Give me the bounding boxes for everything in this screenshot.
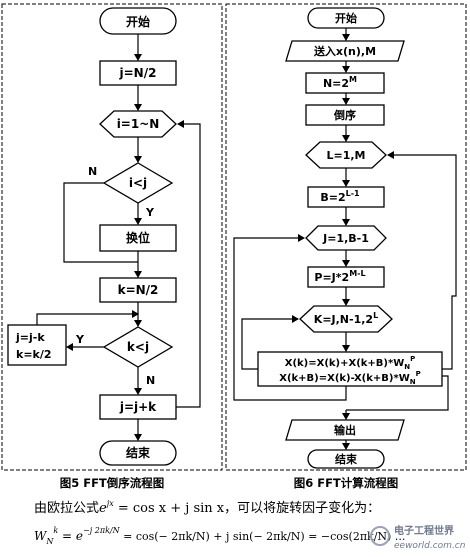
right-output-label: 输出 xyxy=(334,423,356,437)
euler-formula-rest: = cos x + j sin x xyxy=(114,501,225,516)
right-p-def-box: P=J*2M-L xyxy=(307,266,385,288)
left-start-node: 开始 xyxy=(99,7,177,35)
watermark-text2: eeworld.com.cn xyxy=(394,541,466,551)
watermark-text1: 电子工程世界 xyxy=(394,524,454,537)
right-b-def-exp: L-1 xyxy=(346,189,360,198)
twiddle-lhs: W xyxy=(34,529,48,543)
left-cond-klj-node: k<j xyxy=(102,326,174,368)
right-p-def-label: P=J*2 xyxy=(314,271,349,284)
right-loop-k-node: K=J,N-1,2L xyxy=(299,305,393,333)
left-caption: 图5 FFT倒序流程图 xyxy=(60,476,165,490)
euler-formula: e xyxy=(99,501,107,516)
right-butterfly-line1: X(k)=X(k)+X(k+B)*W xyxy=(285,358,405,369)
left-label-y2: Y xyxy=(75,333,85,346)
right-start-node: 开始 xyxy=(307,7,385,29)
watermark: 电子工程世界 eeworld.com.cn xyxy=(370,524,466,551)
right-butterfly-line1-sub: N xyxy=(404,363,410,371)
left-side-update-box: j=j-k k=k/2 xyxy=(7,324,67,366)
right-butterfly-line2-sub: N xyxy=(410,378,416,386)
right-loop-j-node: J=1,B-1 xyxy=(305,225,387,251)
right-butterfly-line1-sup: P xyxy=(410,355,415,363)
right-loop-l-label: L=1,M xyxy=(326,149,365,162)
svg-text:N=2M: N=2M xyxy=(323,75,357,90)
watermark-logo-icon xyxy=(370,526,390,546)
right-start-label: 开始 xyxy=(335,11,357,25)
left-loop-i-label: i=1~N xyxy=(117,117,160,131)
right-loop-k-label: K=J,N-1,2 xyxy=(314,313,373,326)
left-swap-box: 换位 xyxy=(99,224,177,252)
left-update-j-box: j=j+k xyxy=(99,394,177,420)
twiddle-exp: −j 2πk/N xyxy=(83,526,121,535)
right-b-def-label: B=2 xyxy=(320,191,345,204)
right-loop-j-label: J=1,B-1 xyxy=(322,232,369,245)
left-label-n2: N xyxy=(146,374,155,387)
right-butterfly-box: X(k)=X(k)+X(k+B)*WNP X(k+B)=X(k)-X(k+B)*… xyxy=(257,351,443,387)
euler-text-line: 由欧拉公式ejx = cos x + j sin x，可以将旋转因子变化为： xyxy=(34,499,380,516)
right-b-def-box: B=2L-1 xyxy=(307,186,385,208)
right-p-def-exp: M-L xyxy=(349,269,365,278)
left-end-node: 结束 xyxy=(99,440,177,466)
twiddle-eq1: = e xyxy=(58,529,83,543)
right-loop-l-node: L=1,M xyxy=(305,141,387,169)
left-swap-label: 换位 xyxy=(126,230,150,245)
right-butterfly-line2-sup: P xyxy=(416,370,421,378)
left-init-j-box: j=N/2 xyxy=(99,60,177,86)
right-caption: 图6 FFT计算流程图 xyxy=(294,476,399,490)
twiddle-lhs-sub: N xyxy=(45,537,54,546)
right-reverse-box: 倒序 xyxy=(305,104,385,126)
left-side-line1: j=j-k xyxy=(15,331,45,344)
right-input-label: 送入x(n),M xyxy=(313,44,376,58)
right-butterfly-line2: X(k+B)=X(k)-X(k+B)*W xyxy=(279,373,409,384)
left-init-j-label: j=N/2 xyxy=(119,66,157,80)
left-label-y1: Y xyxy=(145,206,155,219)
left-cond-ilj-node: i<j xyxy=(102,162,174,204)
right-n-def-exp: M xyxy=(349,75,357,84)
twiddle-lhs-sup: k xyxy=(53,526,58,535)
right-end-node: 结束 xyxy=(307,449,385,469)
twiddle-rest: = cos(− 2πk/N) + j sin(− 2πk/N) = −cos(2… xyxy=(120,530,406,543)
left-end-label: 结束 xyxy=(126,445,151,460)
right-output-node: 输出 xyxy=(285,419,405,441)
right-end-label: 结束 xyxy=(334,452,358,466)
left-start-label: 开始 xyxy=(126,14,150,29)
right-reverse-label: 倒序 xyxy=(333,108,356,122)
left-label-n1: N xyxy=(88,165,97,178)
right-n-def-label: N=2 xyxy=(323,77,349,90)
right-input-node: 送入x(n),M xyxy=(285,40,405,62)
right-frame xyxy=(225,3,467,471)
left-cond-ilj-label: i<j xyxy=(129,176,147,190)
twiddle-formula-line: WNk = e−j 2πk/N = cos(− 2πk/N) + j sin(−… xyxy=(34,526,405,546)
euler-formula-exp: jx xyxy=(105,499,114,508)
euler-suffix: ，可以将旋转因子变化为： xyxy=(224,500,380,516)
left-frame xyxy=(1,3,223,471)
svg-text:X(k+B)=X(k)-X(k+B)*WNP: X(k+B)=X(k)-X(k+B)*WNP xyxy=(279,370,420,386)
euler-prefix: 由欧拉公式 xyxy=(34,501,99,516)
left-loop-i-node: i=1~N xyxy=(99,110,177,138)
right-loop-k-exp: L xyxy=(373,311,378,320)
svg-text:K=J,N-1,2L: K=J,N-1,2L xyxy=(314,311,378,326)
left-side-line2: k=k/2 xyxy=(16,348,52,361)
svg-text:P=J*2M-L: P=J*2M-L xyxy=(314,269,365,284)
left-cond-klj-label: k<j xyxy=(127,340,149,354)
svg-text:B=2L-1: B=2L-1 xyxy=(320,189,360,204)
left-set-k-box: k=N/2 xyxy=(99,277,177,303)
svg-text:X(k)=X(k)+X(k+B)*WNP: X(k)=X(k)+X(k+B)*WNP xyxy=(285,355,416,371)
left-set-k-label: k=N/2 xyxy=(118,283,159,297)
right-n-def-box: N=2M xyxy=(305,72,385,94)
left-update-j-label: j=j+k xyxy=(119,400,157,414)
